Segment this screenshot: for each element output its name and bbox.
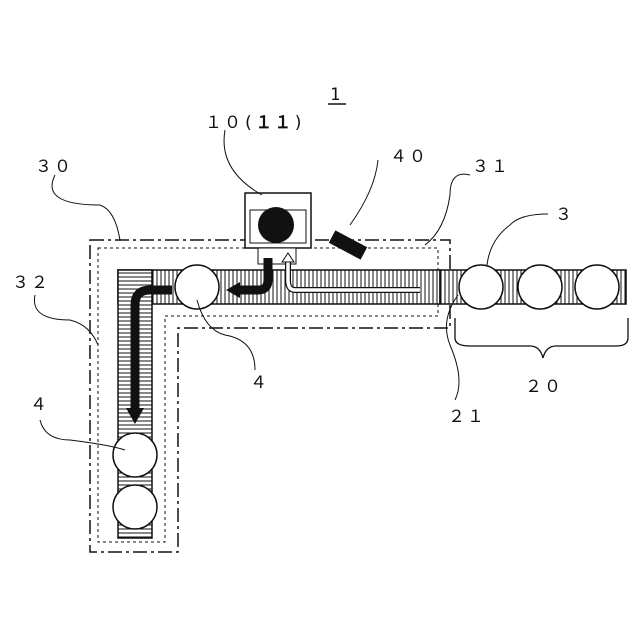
leader-31 [425, 174, 470, 245]
leader-30 [52, 175, 120, 240]
label-inspection-unit: １０(１１) [205, 113, 306, 133]
label-frame-31: ３１ [472, 157, 510, 177]
leader-40 [350, 160, 378, 225]
article-3-a [459, 265, 503, 309]
conveyor-group-brace [455, 318, 628, 358]
article-3-c [575, 265, 619, 309]
article-4-vertical [113, 433, 157, 477]
leader-3 [487, 214, 548, 265]
label-conveyor-21: ２１ [448, 407, 486, 427]
article-4-vertical-lower [113, 485, 157, 529]
leader-4-left [40, 420, 125, 450]
label-frame-32: ３２ [12, 273, 50, 293]
svg-text:1: 1 [330, 85, 342, 105]
label-article-4-mid: ４ [250, 373, 269, 393]
label-marker-40: ４０ [390, 147, 428, 167]
label-article-4-left: ４ [30, 395, 49, 415]
inspection-unit [245, 193, 311, 264]
leader-10 [224, 130, 262, 195]
figure-number: 1 [328, 85, 346, 105]
marker-40 [329, 230, 367, 259]
label-article-3: ３ [555, 205, 574, 225]
leader-4-mid [197, 300, 255, 370]
leader-32 [34, 295, 98, 345]
leader-21 [446, 295, 459, 400]
label-frame-30: ３０ [35, 157, 73, 177]
article-3-b [518, 265, 562, 309]
article-4-horizontal [175, 265, 219, 309]
label-conveyor-20: ２０ [525, 377, 563, 397]
camera-icon [258, 207, 294, 243]
